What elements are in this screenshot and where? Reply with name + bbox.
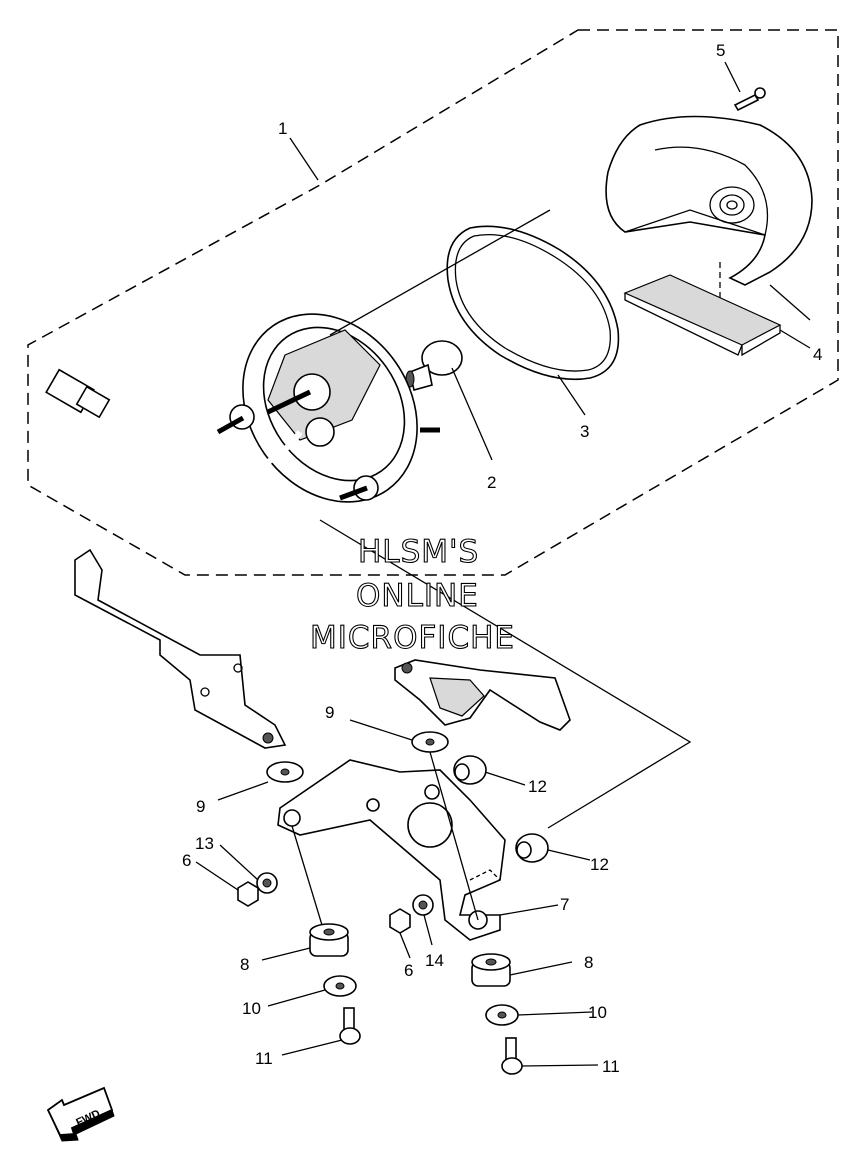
bulb — [405, 340, 463, 391]
main-bracket — [277, 759, 506, 941]
callout-5: 5 — [716, 41, 725, 60]
callout-9-left: 9 — [196, 797, 205, 816]
damper-left — [309, 923, 349, 957]
callout-leaders — [195, 61, 811, 1067]
screw — [733, 87, 766, 112]
washer-right — [485, 1004, 519, 1026]
callout-4: 4 — [813, 345, 822, 364]
right-bracket — [394, 659, 571, 731]
washer-left — [323, 975, 357, 997]
callout-6-center: 6 — [404, 961, 413, 980]
callout-2: 2 — [487, 473, 496, 492]
wire-harness — [45, 368, 303, 472]
callout-9-right: 9 — [325, 703, 334, 722]
lamp-housing — [216, 313, 440, 503]
damper-right — [471, 953, 511, 987]
callout-8-right: 8 — [584, 953, 593, 972]
callout-12-lower: 12 — [590, 855, 609, 874]
fwd-arrow-icon: FWD — [46, 1086, 115, 1142]
gasket — [446, 225, 620, 381]
watermark: HLSM'S ONLINE MICROFICHE — [309, 533, 515, 656]
bolt-right — [501, 1037, 523, 1075]
left-bracket — [74, 548, 287, 749]
nut-left — [237, 872, 278, 907]
grommet-lower — [515, 833, 549, 863]
callout-14: 14 — [425, 951, 444, 970]
callout-7: 7 — [560, 895, 569, 914]
callout-3: 3 — [580, 422, 589, 441]
callout-11-left: 11 — [255, 1049, 273, 1068]
grommet-upper — [453, 755, 487, 785]
collar-left — [266, 761, 326, 936]
lens-cover — [605, 115, 813, 318]
callout-11-right: 11 — [602, 1057, 620, 1076]
callout-6-left: 6 — [182, 851, 191, 870]
callout-10-right: 10 — [588, 1003, 607, 1022]
callout-13: 13 — [195, 834, 214, 853]
watermark-line-1: HLSM'S — [358, 534, 479, 570]
bolt-left — [339, 1007, 361, 1045]
watermark-line-3: MICROFICHE — [310, 620, 515, 656]
nut-center — [389, 894, 434, 934]
callout-1: 1 — [278, 119, 287, 138]
callout-8-left: 8 — [240, 955, 249, 974]
callout-12-upper: 12 — [528, 777, 547, 796]
collar-right — [411, 731, 479, 921]
callout-10-left: 10 — [242, 999, 261, 1018]
assembly-boundary — [27, 29, 839, 576]
lens-plate — [623, 274, 782, 357]
watermark-line-2: ONLINE — [356, 578, 479, 614]
